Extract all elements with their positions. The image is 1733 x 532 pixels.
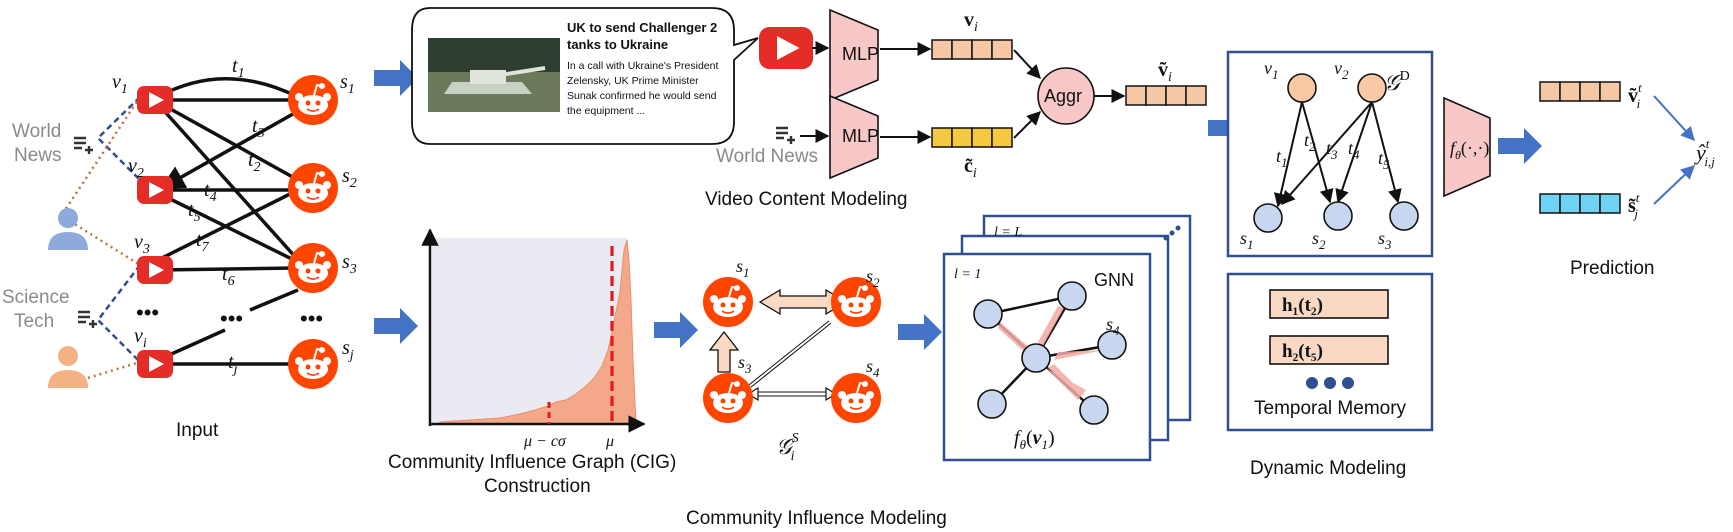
cig-caption-line2: Construction [484,476,591,497]
edge-label-t4: t4 [204,179,217,205]
v-tilde-label: ṽi [1158,59,1172,85]
v-vector-label: vi [964,9,978,35]
layer-1-label: l = 1 [954,267,981,282]
community-output-vector [1539,193,1621,214]
community-label-sj: sj [342,337,354,363]
influence-arrow [708,330,740,373]
video-label-v3: v3 [134,231,150,257]
prediction-caption: Prediction [1570,258,1655,279]
youtube-icon [759,27,813,69]
memory-slot [1269,289,1389,319]
video-embedding-vector [931,39,1013,60]
news-body: In a call with Ukraine's President Zelen… [567,60,719,117]
flow-arrow [1498,128,1542,164]
reddit-icon [702,372,754,424]
user-icon [48,208,88,250]
ellipsis: ••• [136,300,159,325]
influence-caption: Community Influence Modeling [686,508,947,529]
youtube-icon [137,350,173,378]
flow-arrow [898,314,942,350]
f-theta-block [1443,96,1491,198]
memory-slot [1269,335,1389,365]
dynamic-caption: Dynamic Modeling [1250,458,1406,479]
ellipsis: ••• [300,306,323,331]
mu-label: μ [605,433,614,450]
flow-arrow [654,312,698,348]
community-label-s3: s3 [342,251,357,277]
topic-world-news: World News [716,146,818,167]
reddit-icon [830,372,882,424]
mlp-block [829,8,879,102]
topic-embedding-vector [931,127,1013,148]
input-caption: Input [176,420,219,441]
message-arrows [998,306,1104,400]
mu-minus-c-sigma: μ − cσ [523,433,567,450]
edge-label-t1: t1 [232,55,245,81]
topic-list-icon [72,136,95,156]
input-edges [156,77,301,366]
cig-caption-line1: Community Influence Graph (CIG) [388,452,676,473]
dynamic-edges [1274,101,1402,208]
gnn-section: l = L l = 1 GNN s4 [942,214,1192,462]
video-label-v1: v1 [112,71,128,97]
aggregated-vector [1125,85,1207,106]
reddit-icon [702,276,754,328]
edge-label-tj: tj [228,351,238,377]
mlp-label: MLP [842,44,879,64]
ellipsis: ••• [220,306,243,331]
aggr-label: Aggr [1044,86,1082,106]
news-headline: UK to send Challenger 2 tanks to Ukraine [567,20,718,52]
youtube-icon [137,86,173,114]
video-output-vector [1539,81,1621,102]
temporal-memory-title: Temporal Memory [1254,398,1407,419]
community-label-s2: s2 [342,165,357,191]
edge-label-t5: t5 [188,199,201,225]
dynamic-community-nodes [1253,201,1419,233]
edge-label-t7: t7 [196,229,210,255]
video-label-v2: v2 [128,155,144,181]
node-label-s3: s3 [738,352,752,376]
node-label-s1: s1 [736,256,750,280]
reddit-icon [287,338,339,390]
mlp-block [829,94,879,180]
gnn-nodes [973,281,1127,425]
histogram [439,239,637,425]
video-label-vi: vi [134,325,147,351]
video-content-caption: Video Content Modeling [705,189,907,210]
memory-slot-2: h₂(t₅) [1282,341,1323,362]
mlp-label: MLP [842,126,879,146]
reddit-icon [287,242,339,294]
user-icon [48,346,88,388]
topic-list-icon [774,126,797,146]
reddit-icon [287,162,339,214]
community-label-s1: s1 [340,71,355,97]
reddit-icon [287,74,339,126]
youtube-icon [137,256,173,284]
gnn-title: GNN [1094,270,1134,290]
topic-list-icon [76,310,99,330]
memory-slot-1: h₁(t₂) [1282,295,1323,316]
dynamic-section: 𝒢D v1 v2 s1 s2 s3 t1 t2 t3 t4 t5 h₁(t₂) [1226,50,1491,479]
layer-L-label: l = L [994,225,1022,240]
dynamic-video-nodes [1287,73,1387,103]
video-content-section: World News MLP MLP vi c̃i Aggr ṽi Video … [411,7,1207,210]
input-section: v1 v2 v3 vi s1 s2 s3 sj t1 t3 t2 t4 t5 t… [2,55,357,441]
c-vector-label: c̃i [964,155,977,181]
edge-label-t6: t6 [222,263,235,289]
cig-section: μ − cσ μ Community Influence Graph (CIG)… [388,228,676,497]
flow-arrow [374,308,418,344]
edge-label-t2: t2 [248,149,261,175]
dyn-edge-t1: t1 [1276,146,1288,170]
